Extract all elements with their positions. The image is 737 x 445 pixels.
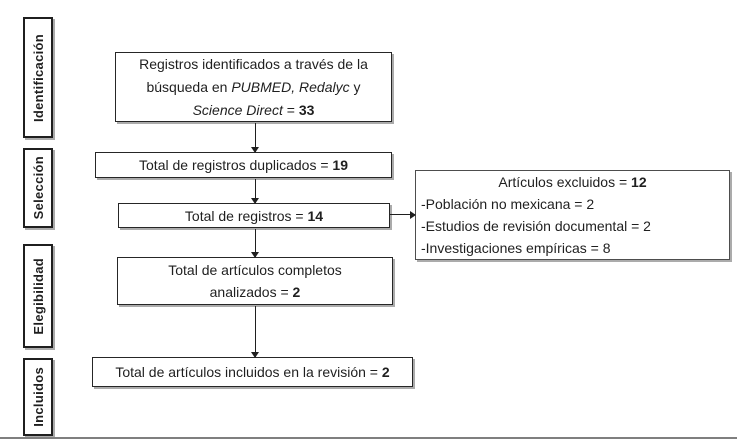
excluded-title: Artículos excluidos = 12 xyxy=(498,174,647,190)
box-text-line: Total de registros = 14 xyxy=(184,207,324,224)
stage-label-incluidos: Incluidos xyxy=(23,358,53,436)
excluded-item: -Estudios de revisión documental = 2 xyxy=(421,218,651,234)
box-text-line: Total de registros duplicados = 19 xyxy=(139,157,348,173)
box-total-records: Total de registros = 14 xyxy=(118,203,390,228)
box-records-identified: Registros identificados a través de la b… xyxy=(115,52,392,122)
box-fulltext-analyzed: Total de artículos completos analizados … xyxy=(117,257,393,305)
box-text-line: Total de artículos incluidos en la revis… xyxy=(115,364,390,380)
box-text-line: Total de artículos completos xyxy=(168,262,342,278)
excluded-item: -Investigaciones empíricas = 8 xyxy=(421,240,611,256)
arrow-identified-to-duplicates xyxy=(254,123,256,152)
stage-label-identificacion: Identificación xyxy=(23,17,53,138)
box-text-line: Science Direct = 33 xyxy=(192,101,315,118)
box-duplicate-records: Total de registros duplicados = 19 xyxy=(95,152,392,178)
stage-label-text: Identificación xyxy=(30,33,46,122)
box-included-in-review: Total de artículos incluidos en la revis… xyxy=(92,357,413,387)
stage-label-text: Elegibilidad xyxy=(30,257,46,335)
bottom-divider xyxy=(0,437,737,439)
stage-label-text: Selección xyxy=(30,156,46,220)
box-text-line: Registros identificados a través de la xyxy=(139,55,368,72)
arrow-records-to-excluded xyxy=(390,214,415,216)
arrow-records-to-fulltext xyxy=(254,229,256,257)
arrow-fulltext-to-included xyxy=(254,306,256,357)
excluded-item: -Población no mexicana = 2 xyxy=(421,196,595,212)
arrow-duplicates-to-records xyxy=(254,179,256,203)
box-articles-excluded: Artículos excluidos = 12 -Población no m… xyxy=(415,170,730,260)
box-text-line: analizados = 2 xyxy=(209,284,301,300)
stage-label-text: Incluidos xyxy=(30,367,46,427)
stage-label-seleccion: Selección xyxy=(23,148,53,228)
stage-label-elegibilidad: Elegibilidad xyxy=(23,244,53,348)
box-text-line: búsqueda en PUBMED, Redalyc y xyxy=(146,78,361,95)
